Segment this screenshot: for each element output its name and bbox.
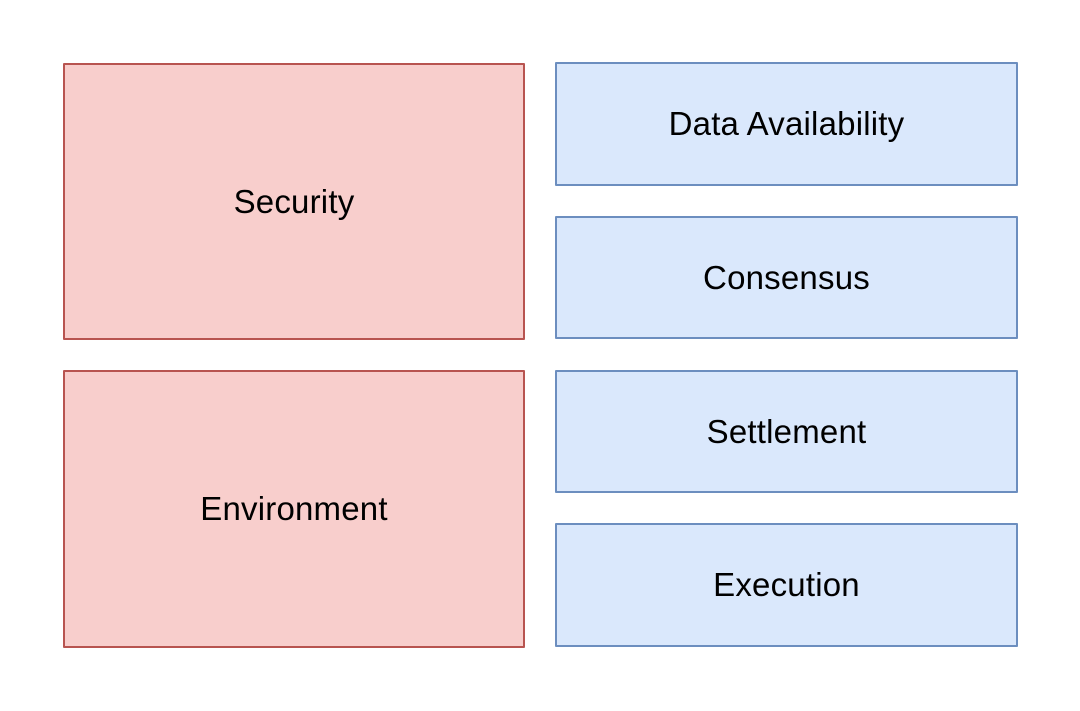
security-box: Security — [63, 63, 525, 340]
settlement-box-label: Settlement — [706, 412, 867, 450]
data-availability-box-label: Data Availability — [668, 105, 905, 143]
consensus-box: Consensus — [555, 216, 1018, 339]
environment-box-label: Environment — [200, 490, 388, 528]
security-box-label: Security — [233, 182, 355, 220]
execution-box: Execution — [555, 523, 1018, 647]
settlement-box: Settlement — [555, 370, 1018, 493]
environment-box: Environment — [63, 370, 525, 648]
data-availability-box: Data Availability — [555, 62, 1018, 186]
execution-box-label: Execution — [713, 566, 860, 604]
consensus-box-label: Consensus — [703, 258, 870, 296]
